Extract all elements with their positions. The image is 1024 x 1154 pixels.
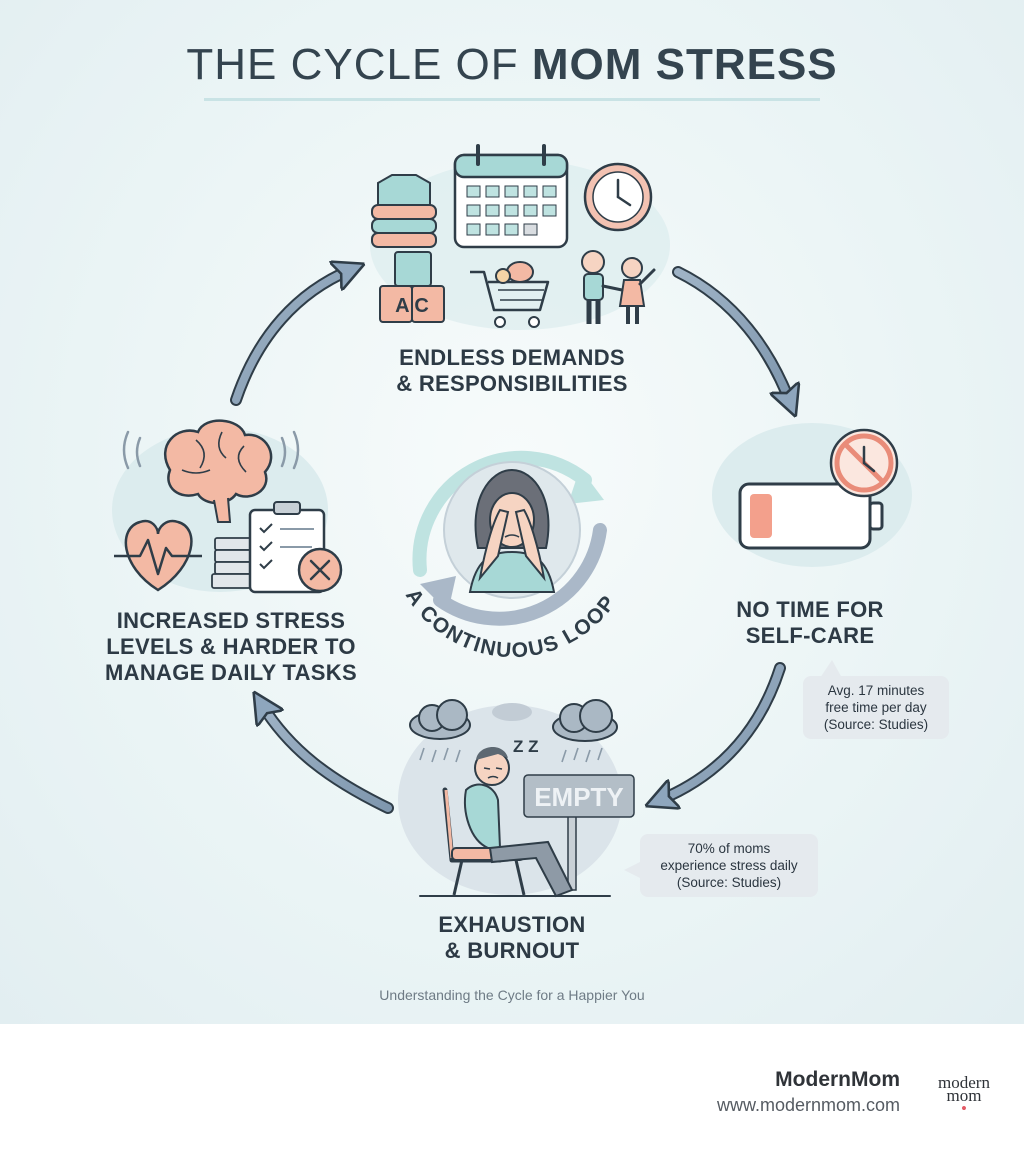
loop-arrows-icon <box>412 450 607 626</box>
shopping-cart-icon <box>470 261 550 328</box>
stage-demands-line-1: ENDLESS DEMANDS <box>399 345 625 370</box>
free-time-line-3: (Source: Studies) <box>823 717 929 732</box>
stage-stress-line-2: LEVELS & HARDER TO <box>106 634 356 659</box>
footer-bar <box>0 1024 1024 1154</box>
stress-illustration <box>112 419 343 594</box>
cycle-arrow-top-left <box>230 270 350 406</box>
burnout-illustration: EMPTY Z Z <box>398 699 635 898</box>
cycle-arrow-bottom-right <box>660 662 786 800</box>
stress-daily-line-1: 70% of moms <box>687 841 771 856</box>
heartbeat-icon <box>114 519 202 592</box>
children-icon <box>581 250 656 324</box>
logo-heart-dot: • <box>961 1099 967 1118</box>
stat-bubble-stress-daily: 70% of moms experience stress daily (Sou… <box>640 834 818 897</box>
self-care-illustration <box>712 423 912 567</box>
laundry-icon <box>371 174 437 248</box>
title-underline <box>204 98 820 101</box>
stress-daily-line-3: (Source: Studies) <box>676 875 782 890</box>
free-time-line-1: Avg. 17 minutes <box>827 683 925 698</box>
stage-burnout-line-2: & BURNOUT <box>444 938 580 963</box>
checklist-icon <box>211 501 343 594</box>
page-title: THE CYCLE OF MOM STRESS <box>0 40 1024 90</box>
stressed-mom-icon <box>443 461 581 599</box>
bubble-tail-stress-daily <box>624 862 640 878</box>
cycle-illustration: A C <box>112 144 912 898</box>
stage-label-burnout: EXHAUSTION & BURNOUT <box>382 912 642 964</box>
bubble-tail-free-time <box>820 660 842 678</box>
brain-icon <box>163 419 273 523</box>
cycle-arrow-top-right <box>672 266 790 402</box>
brand-block: ModernMom www.modernmom.com <box>717 1068 900 1116</box>
toy-blocks-icon: A C <box>379 251 445 323</box>
logo-line-1: modern <box>938 1073 990 1092</box>
tagline: Understanding the Cycle for a Happier Yo… <box>379 987 645 1003</box>
stat-bubble-free-time: Avg. 17 minutes free time per day (Sourc… <box>803 676 949 739</box>
stress-daily-line-2: experience stress daily <box>660 858 798 873</box>
title-part-1: THE CYCLE OF <box>186 40 532 89</box>
storm-cloud-icon <box>409 699 618 763</box>
free-time-line-2: free time per day <box>825 700 927 715</box>
brand-name: ModernMom <box>775 1068 900 1091</box>
no-time-clock-icon <box>829 428 899 498</box>
modernmom-logo: modern mom• <box>926 1073 1002 1118</box>
low-battery-icon <box>738 482 884 550</box>
logo-line-2: mom <box>946 1086 982 1105</box>
stage-self-care-line-2: SELF-CARE <box>745 623 875 648</box>
demands-illustration: A C <box>370 144 670 330</box>
clock-icon <box>583 162 653 232</box>
calendar-icon <box>453 144 569 249</box>
stage-demands-line-2: & RESPONSIBILITIES <box>396 371 628 396</box>
empty-sign-icon: EMPTY <box>523 774 635 891</box>
exhausted-mom-icon: Z Z <box>442 737 574 898</box>
cycle-arrow-bottom-left <box>262 705 394 814</box>
stage-stress-line-3: MANAGE DAILY TASKS <box>105 660 357 685</box>
sleep-zzz: Z Z <box>513 737 539 756</box>
stage-stress-line-1: INCREASED STRESS <box>116 608 346 633</box>
stage-burnout-line-1: EXHAUSTION <box>438 912 586 937</box>
stage-label-stress: INCREASED STRESS LEVELS & HARDER TO MANA… <box>86 608 376 686</box>
empty-sign-text: EMPTY <box>534 782 624 812</box>
brand-url[interactable]: www.modernmom.com <box>716 1095 900 1115</box>
blocks-letters: A C <box>395 295 429 317</box>
stage-label-demands: ENDLESS DEMANDS & RESPONSIBILITIES <box>352 345 672 397</box>
title-part-2: MOM STRESS <box>531 40 838 89</box>
stage-self-care-line-1: NO TIME FOR <box>736 597 884 622</box>
stage-label-self-care: NO TIME FOR SELF-CARE <box>690 597 930 649</box>
